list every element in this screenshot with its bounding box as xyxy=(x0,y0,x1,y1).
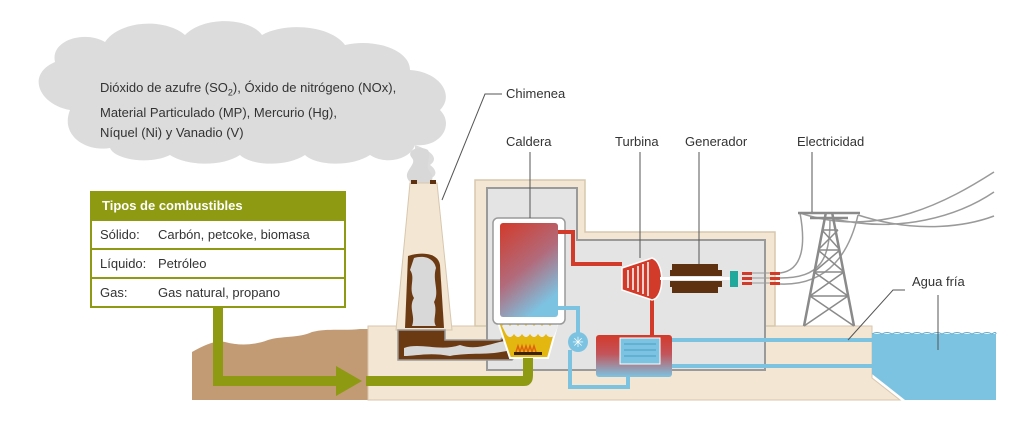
chimney xyxy=(395,180,453,331)
fuel-row-gas: Gas: Gas natural, propano xyxy=(92,277,344,306)
fuel-table-title: Tipos de combustibles xyxy=(92,193,344,219)
label-turbine: Turbina xyxy=(615,134,659,149)
fuel-row-liquid: Líquido: Petróleo xyxy=(92,248,344,277)
steam-pipe xyxy=(558,230,654,335)
turbine xyxy=(621,257,663,301)
boiler xyxy=(492,217,566,325)
condenser xyxy=(596,335,672,377)
snowflake-icon: ✳ xyxy=(572,335,584,351)
leader-lines xyxy=(441,93,939,350)
emissions-text: Dióxido de azufre (SO2), Óxido de nitróg… xyxy=(100,80,397,140)
feedwater-pipe xyxy=(558,306,630,389)
pump: ✳ xyxy=(568,332,588,352)
generator xyxy=(660,264,780,293)
flame-icon xyxy=(515,343,537,355)
label-chimney: Chimenea xyxy=(506,86,566,101)
label-boiler: Caldera xyxy=(506,134,552,149)
furnace xyxy=(496,321,560,359)
chimney-smoke xyxy=(406,147,433,185)
transmission-tower xyxy=(798,211,860,327)
fuel-types-table: Tipos de combustibles Sólido: Carbón, pe… xyxy=(90,191,346,308)
label-cold-water: Agua fría xyxy=(912,274,965,289)
label-generator: Generador xyxy=(685,134,748,149)
cold-water-reservoir xyxy=(871,332,997,400)
cooling-pipes xyxy=(672,338,872,368)
fuel-flow-arrow xyxy=(213,305,533,396)
label-electricity: Electricidad xyxy=(797,134,865,149)
fuel-row-solid: Sólido: Carbón, petcoke, biomasa xyxy=(92,219,344,248)
